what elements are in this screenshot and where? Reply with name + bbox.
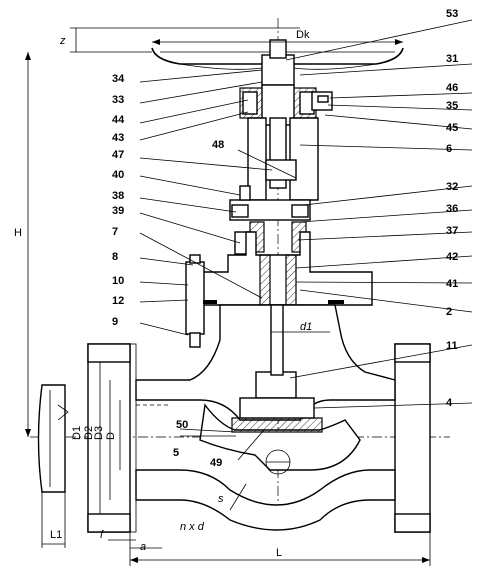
flange-side-view	[37, 384, 69, 493]
callout-53: 53	[446, 8, 458, 20]
dim-d: D	[105, 432, 117, 440]
dim-d-small: d1	[300, 321, 312, 333]
callout-39: 39	[112, 205, 124, 217]
dim-nxd: n x d	[180, 521, 205, 533]
callout-37: 37	[446, 225, 458, 237]
dim-d1: D1	[71, 426, 83, 440]
callout-38: 38	[112, 190, 124, 202]
dimension-labels: z Dk H D1 D2 D3 D d1 L L1 f a s n x d	[14, 29, 312, 559]
callout-4: 4	[446, 397, 453, 409]
callout-5: 5	[173, 447, 179, 459]
callout-2: 2	[446, 306, 452, 318]
callout-41: 41	[446, 278, 458, 290]
callouts-left: 34 33 44 43 47 40 38 39 7 8 10 12 9 50 5	[112, 73, 188, 459]
callout-42: 42	[446, 251, 458, 263]
callout-43: 43	[112, 132, 124, 144]
callout-50: 50	[176, 419, 188, 431]
callout-35: 35	[446, 100, 458, 112]
callout-45: 45	[446, 122, 458, 134]
dim-d2: D2	[83, 426, 95, 440]
callout-9: 9	[112, 316, 118, 328]
dimension-lines	[25, 27, 431, 566]
dim-f: f	[100, 529, 104, 541]
callout-49: 49	[210, 457, 222, 469]
valve-body	[87, 304, 431, 533]
callout-36: 36	[446, 203, 458, 215]
callout-48: 48	[212, 139, 224, 151]
callouts-right: 53 31 46 35 45 6 32 36 37 42 41 2 11 4	[446, 8, 458, 409]
dim-h: H	[14, 227, 22, 239]
callout-33: 33	[112, 94, 124, 106]
dim-dk: Dk	[296, 29, 310, 41]
callout-44: 44	[112, 114, 125, 126]
dim-d3: D3	[93, 426, 105, 440]
callouts-inner: 48 49	[210, 139, 224, 469]
dim-a: a	[140, 541, 146, 553]
callout-11: 11	[446, 340, 458, 352]
bonnet-body	[185, 231, 373, 348]
leader-lines	[139, 19, 473, 461]
callout-47: 47	[112, 149, 124, 161]
dim-l1: L1	[50, 529, 62, 541]
callout-46: 46	[446, 82, 458, 94]
dim-s: s	[218, 493, 224, 505]
callout-8: 8	[112, 251, 118, 263]
bonnet-yoke	[239, 84, 333, 201]
callout-31: 31	[446, 53, 458, 65]
callout-32: 32	[446, 181, 458, 193]
callout-7: 7	[112, 226, 118, 238]
dim-l: L	[276, 547, 282, 559]
dim-z: z	[59, 35, 66, 47]
handwheel	[151, 39, 404, 86]
callout-12: 12	[112, 295, 124, 307]
callout-40: 40	[112, 169, 124, 181]
callout-10: 10	[112, 275, 124, 287]
callout-34: 34	[112, 73, 125, 85]
callout-6: 6	[446, 143, 452, 155]
